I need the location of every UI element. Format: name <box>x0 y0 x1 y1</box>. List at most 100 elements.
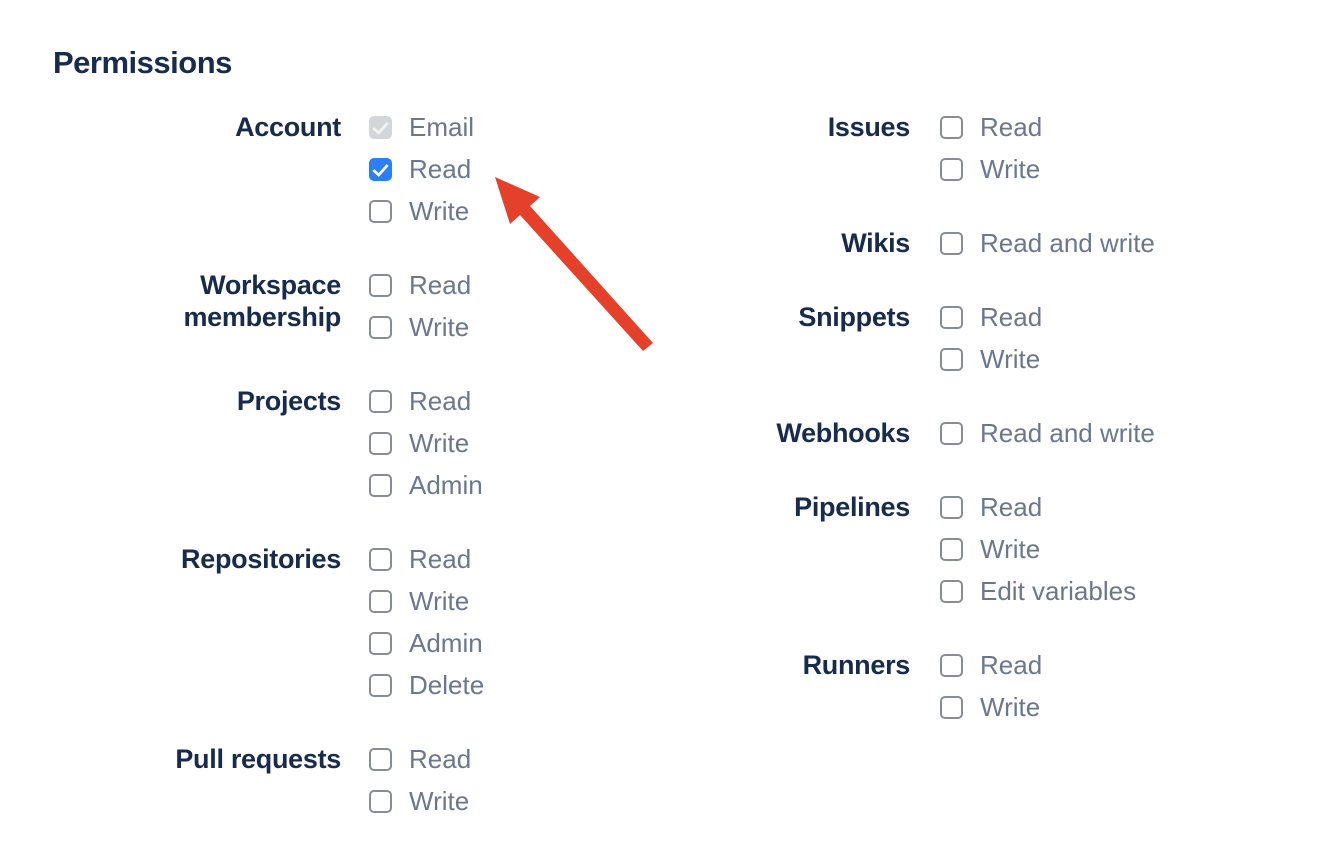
checkbox-option-label[interactable]: Read <box>980 111 1043 142</box>
checkbox-option: Write <box>940 148 1042 190</box>
checkbox-option-label[interactable]: Write <box>980 343 1041 374</box>
pipelines-write-checkbox[interactable] <box>940 537 963 561</box>
checkbox-option-label[interactable]: Read and write <box>980 417 1155 448</box>
checkbox-option: Delete <box>369 664 484 706</box>
permission-group-snippets: Snippets Read Write <box>650 296 1155 380</box>
permission-group-label: Pipelines <box>794 492 910 522</box>
checkbox-option-label[interactable]: Read <box>980 649 1043 680</box>
issues-write-checkbox[interactable] <box>940 157 963 181</box>
permission-group-pull-requests: Pull requests Read Write <box>53 738 484 822</box>
permission-group-repositories: Repositories Read Write Admin Delete <box>53 538 484 706</box>
red-arrow-shape <box>495 177 653 351</box>
checkbox-option: Write <box>940 528 1136 570</box>
checkbox-option: Read <box>369 738 471 780</box>
permission-group-label: Issues <box>827 112 911 142</box>
page-title: Permissions <box>53 45 232 80</box>
checkbox-option-label[interactable]: Read <box>980 301 1043 332</box>
permission-group-account: Account Email Read Write <box>53 106 484 232</box>
permission-group-webhooks: Webhooks Read and write <box>650 412 1155 454</box>
permission-group-issues: Issues Read Write <box>650 106 1155 190</box>
checkbox-option: Write <box>369 780 471 822</box>
checkbox-option: Read and write <box>940 222 1155 264</box>
checkbox-option-label[interactable]: Write <box>409 785 470 816</box>
wikis-read-and-write-checkbox[interactable] <box>940 231 963 255</box>
projects-admin-checkbox[interactable] <box>369 473 392 497</box>
permission-group-label: Runners <box>802 650 911 680</box>
permission-group-runners: Runners Read Write <box>650 644 1155 728</box>
permission-group-wikis: Wikis Read and write <box>650 222 1155 264</box>
webhooks-read-and-write-checkbox[interactable] <box>940 421 963 445</box>
checkbox-option-label[interactable]: Admin <box>409 469 483 500</box>
account-write-checkbox[interactable] <box>369 199 392 223</box>
checkbox-option: Read <box>940 644 1042 686</box>
checkbox-option: Read <box>940 296 1042 338</box>
permission-group-label: Webhooks <box>776 418 910 448</box>
checkbox-option-label[interactable]: Read <box>409 269 472 300</box>
snippets-read-checkbox[interactable] <box>940 305 963 329</box>
permission-group-label: Projects <box>236 386 341 416</box>
checkbox-option-label[interactable]: Write <box>409 195 470 226</box>
permission-group-pipelines: Pipelines Read Write Edit variables <box>650 486 1155 612</box>
checkbox-option: Write <box>940 686 1042 728</box>
checkbox-option: Write <box>940 338 1042 380</box>
checkbox-option: Read <box>940 486 1136 528</box>
checkbox-option-label[interactable]: Admin <box>409 627 483 658</box>
checkbox-option-label[interactable]: Read <box>409 543 472 574</box>
checkbox-option: Read <box>369 264 471 306</box>
checkbox-option-label[interactable]: Edit variables <box>980 575 1137 606</box>
permission-group-label: Account <box>235 112 341 142</box>
permission-group-label: Pull requests <box>175 744 341 774</box>
checkbox-option-label[interactable]: Write <box>980 153 1041 184</box>
projects-read-checkbox[interactable] <box>369 389 392 413</box>
checkbox-option-label[interactable]: Delete <box>409 669 485 700</box>
checkbox-option-label[interactable]: Write <box>980 533 1041 564</box>
checkbox-option: Admin <box>369 464 483 506</box>
workspace-membership-write-checkbox[interactable] <box>369 315 392 339</box>
permissions-right-column: Issues Read Write Wikis Read and write <box>650 106 1155 760</box>
checkbox-option-label[interactable]: Read <box>409 743 472 774</box>
permission-group-projects: Projects Read Write Admin <box>53 380 484 506</box>
checkbox-option-label[interactable]: Write <box>409 427 470 458</box>
checkbox-option: Read <box>369 380 483 422</box>
snippets-write-checkbox[interactable] <box>940 347 963 371</box>
checkbox-option-label[interactable]: Read <box>409 153 472 184</box>
runners-write-checkbox[interactable] <box>940 695 963 719</box>
checkbox-option: Read and write <box>940 412 1155 454</box>
permission-group-label: Snippets <box>798 302 910 332</box>
projects-write-checkbox[interactable] <box>369 431 392 455</box>
issues-read-checkbox[interactable] <box>940 115 963 139</box>
repositories-write-checkbox[interactable] <box>369 589 392 613</box>
checkbox-option-label[interactable]: Read and write <box>980 227 1155 258</box>
checkbox-option-label[interactable]: Read <box>409 385 472 416</box>
checkbox-option: Email <box>369 106 474 148</box>
checkbox-option: Write <box>369 306 471 348</box>
pull-requests-write-checkbox[interactable] <box>369 789 392 813</box>
checkbox-option-label: Email <box>409 111 475 142</box>
pipelines-read-checkbox[interactable] <box>940 495 963 519</box>
checkbox-option: Write <box>369 190 474 232</box>
runners-read-checkbox[interactable] <box>940 653 963 677</box>
permissions-left-column: Account Email Read Write Workspace membe… <box>53 106 484 854</box>
pipelines-edit-variables-checkbox[interactable] <box>940 579 963 603</box>
checkbox-option-label[interactable]: Read <box>980 491 1043 522</box>
repositories-admin-checkbox[interactable] <box>369 631 392 655</box>
checkbox-option-label[interactable]: Write <box>409 585 470 616</box>
permission-group-workspace-membership: Workspace membership Read Write <box>53 264 484 348</box>
checkbox-option: Write <box>369 422 483 464</box>
permission-group-label: Workspace membership <box>183 270 341 332</box>
checkbox-option: Read <box>369 538 484 580</box>
permission-group-label: Repositories <box>181 544 341 574</box>
repositories-read-checkbox[interactable] <box>369 547 392 571</box>
account-email-checkbox <box>369 115 392 139</box>
account-read-checkbox[interactable] <box>369 157 392 181</box>
checkbox-option: Admin <box>369 622 484 664</box>
pull-requests-read-checkbox[interactable] <box>369 747 392 771</box>
workspace-membership-read-checkbox[interactable] <box>369 273 392 297</box>
checkbox-option: Read <box>369 148 474 190</box>
permission-group-label: Wikis <box>841 228 910 258</box>
repositories-delete-checkbox[interactable] <box>369 673 392 697</box>
checkbox-option-label[interactable]: Write <box>980 691 1041 722</box>
checkbox-option-label[interactable]: Write <box>409 311 470 342</box>
checkbox-option: Edit variables <box>940 570 1136 612</box>
